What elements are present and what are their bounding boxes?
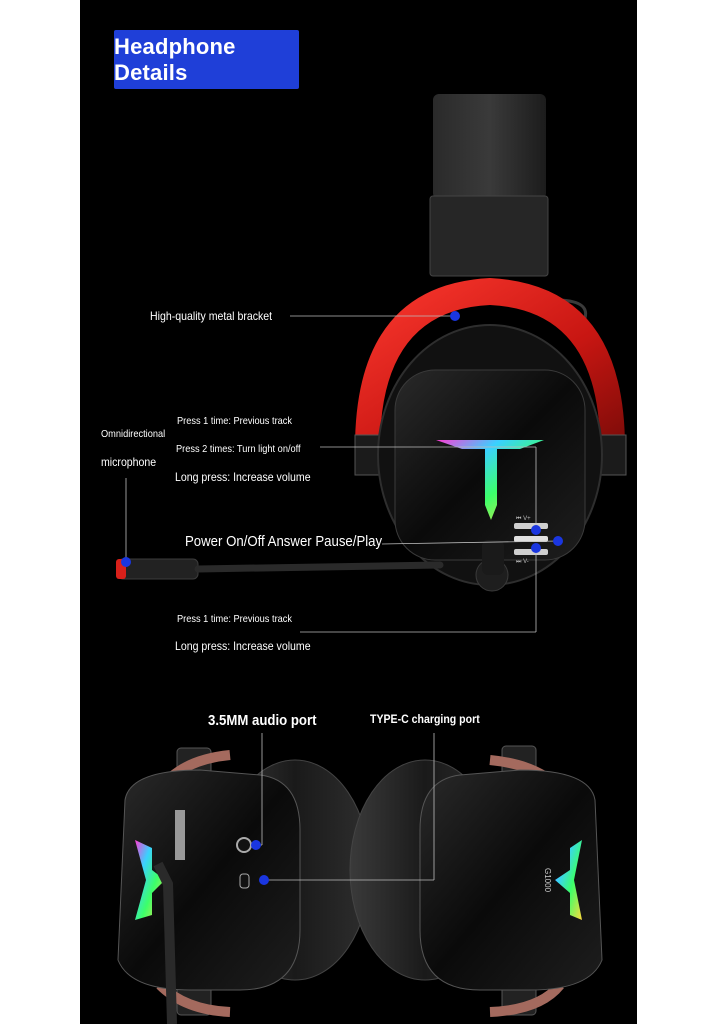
rgb-t-logo-icon bbox=[436, 440, 544, 520]
microphone-icon bbox=[116, 540, 509, 592]
power-button-label: Power On/Off Answer Pause/Play bbox=[185, 533, 383, 550]
headphone-illustration: ⏮ V+ ⏭ V- bbox=[116, 94, 627, 1024]
mic-label-line2: microphone bbox=[101, 455, 157, 469]
callout-dots-top bbox=[121, 311, 563, 567]
callout-dots-bottom bbox=[251, 840, 269, 885]
model-label: G1000 bbox=[543, 868, 552, 893]
top-button-long-label: Long press: Increase volume bbox=[175, 470, 311, 484]
headphone-bottom-view-icon: G1000 bbox=[117, 745, 603, 1024]
callout-lines-bottom bbox=[256, 733, 435, 881]
callout-lines-top bbox=[125, 315, 559, 633]
top-button-press1-label: Press 1 time: Previous track bbox=[177, 415, 293, 427]
product-panel: ⏮ V+ ⏭ V- bbox=[80, 0, 637, 1024]
bottom-button-long-label: Long press: Increase volume bbox=[175, 639, 311, 653]
svg-text:⏮ V+: ⏮ V+ bbox=[516, 516, 531, 522]
audio-port-label: 3.5MM audio port bbox=[208, 712, 317, 729]
page-title: Headphone Details bbox=[114, 30, 299, 89]
typec-port-label: TYPE-C charging port bbox=[370, 712, 480, 726]
bottom-button-press1-label: Press 1 time: Previous track bbox=[177, 613, 293, 625]
metal-bracket-label: High-quality metal bracket bbox=[150, 309, 273, 323]
top-button-press2-label: Press 2 times: Turn light on/off bbox=[176, 443, 301, 455]
svg-text:⏭ V-: ⏭ V- bbox=[516, 559, 529, 565]
mic-label-line1: Omnidirectional bbox=[101, 428, 166, 440]
